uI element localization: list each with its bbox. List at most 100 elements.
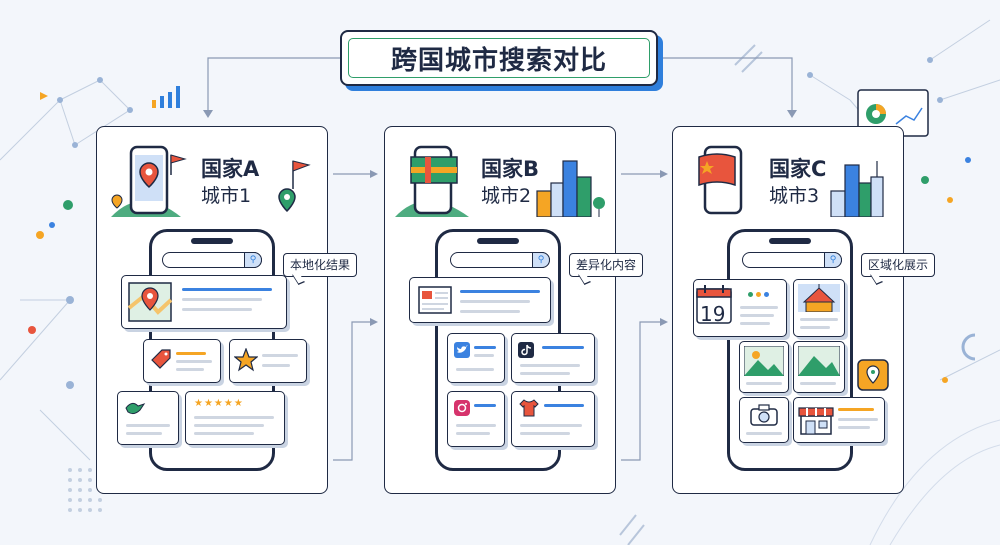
text-line: [800, 326, 830, 329]
result-card-map[interactable]: [121, 275, 287, 329]
country-name: 国家C: [769, 157, 827, 181]
title-box: 跨国城市搜索对比: [340, 30, 658, 86]
flag-pin-icon: [278, 160, 311, 213]
city-name: 城市1: [201, 185, 252, 207]
result-card-event[interactable]: [793, 279, 845, 337]
phone-notch: [191, 238, 233, 244]
text-line: [520, 372, 570, 375]
text-line: [474, 404, 496, 407]
result-card-calendar[interactable]: 19: [693, 279, 787, 337]
panel-country-c: 国家C 城市3 ⚲ 区域化展示 19: [672, 126, 936, 494]
phone-notch: [769, 238, 811, 244]
result-card-instagram[interactable]: [447, 391, 505, 447]
result-card-image[interactable]: [793, 341, 845, 393]
text-line: [740, 322, 770, 325]
search-icon[interactable]: ⚲: [244, 252, 262, 268]
city-name: 城市3: [769, 185, 820, 207]
result-card-star[interactable]: [229, 339, 307, 383]
circus-tent-icon: [798, 284, 840, 312]
phone-flag-icon: [395, 145, 469, 217]
bar-chart-icon: [152, 86, 180, 108]
result-card-shirt[interactable]: [511, 391, 595, 447]
text-line: [800, 318, 838, 321]
text-line: [176, 360, 212, 363]
text-line: [126, 424, 170, 427]
phone-notch: [477, 238, 519, 244]
result-card-shop[interactable]: [793, 397, 885, 443]
text-line: [838, 418, 878, 421]
text-line: [182, 288, 272, 291]
phone-flag-icon: [698, 145, 743, 215]
text-line: [194, 416, 274, 419]
panel-country-b: 国家B 城市2 ⚲ 差异化内容: [384, 126, 644, 494]
text-line: [746, 432, 782, 435]
text-line: [176, 368, 204, 371]
text-line: [262, 364, 290, 367]
text-line: [746, 382, 782, 385]
city-skyline-icon: [536, 160, 605, 217]
text-line: [126, 432, 162, 435]
city-skyline-icon: [830, 161, 884, 217]
result-card-image[interactable]: [739, 341, 789, 393]
result-card-rating[interactable]: ★★★★★: [185, 391, 285, 445]
country-name: 国家A: [201, 157, 260, 181]
map-pin-icon: [857, 359, 889, 391]
twitter-icon: [454, 342, 470, 358]
panel-country-a: 国家A 城市1 ⚲ 本地化结果: [96, 126, 358, 494]
text-line: [838, 408, 874, 411]
text-line: [520, 424, 582, 427]
bird-icon: [125, 402, 146, 415]
text-line: [460, 290, 540, 293]
text-line: [474, 346, 496, 349]
result-card-price[interactable]: [143, 339, 221, 383]
calendar-day: 19: [700, 302, 726, 326]
text-line: [740, 314, 774, 317]
instagram-icon: [454, 400, 470, 416]
country-name: 国家B: [481, 157, 540, 181]
text-line: [194, 432, 254, 435]
search-icon[interactable]: ⚲: [532, 252, 550, 268]
callout-tag: 区域化展示: [861, 253, 936, 277]
search-input[interactable]: ⚲: [162, 252, 262, 268]
connector-lines: [207, 57, 793, 461]
text-line: [838, 426, 870, 429]
tshirt-icon: [519, 399, 539, 417]
text-line: [456, 368, 494, 371]
storefront-icon: [798, 407, 834, 435]
text-line: [176, 352, 206, 355]
text-line: [262, 354, 298, 357]
text-line: [182, 298, 262, 301]
text-line: [460, 310, 520, 313]
text-line: [520, 364, 580, 367]
phone-map-pin-icon: [111, 145, 187, 217]
text-line: [740, 306, 778, 309]
text-line: [474, 354, 494, 357]
search-input[interactable]: ⚲: [450, 252, 550, 268]
result-card-bird[interactable]: [117, 391, 179, 445]
text-line: [194, 424, 264, 427]
newspaper-icon: [418, 286, 452, 314]
callout-tag: 差异化内容: [569, 253, 644, 277]
search-icon[interactable]: ⚲: [824, 252, 842, 268]
text-line: [456, 432, 490, 435]
image-icon: [798, 346, 840, 376]
text-line: [542, 346, 584, 349]
network-graph-left: [0, 79, 131, 461]
result-card-news[interactable]: [409, 277, 551, 323]
text-line: [182, 308, 252, 311]
text-line: [520, 432, 570, 435]
tiktok-icon: [518, 342, 534, 358]
star-icon: [234, 348, 258, 372]
calendar-icon: [696, 285, 732, 324]
image-icon: [744, 346, 784, 376]
result-card-camera[interactable]: [739, 397, 789, 443]
price-tag-icon: [151, 349, 171, 369]
result-card-tiktok[interactable]: [511, 333, 595, 383]
city-name: 城市2: [481, 185, 532, 207]
five-star-rating-icon: ★★★★★: [194, 398, 244, 409]
map-pin-icon: [128, 282, 172, 322]
result-card-twitter[interactable]: [447, 333, 505, 383]
text-line: [460, 300, 530, 303]
search-input[interactable]: ⚲: [742, 252, 842, 268]
